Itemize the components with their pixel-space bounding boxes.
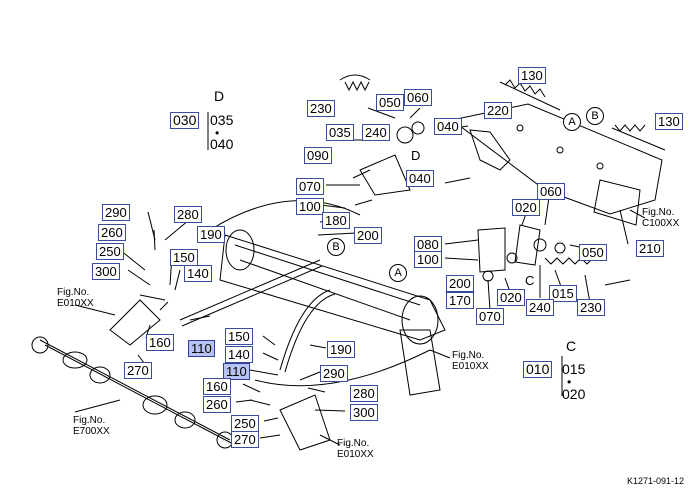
callout-160[interactable]: 160 bbox=[146, 334, 174, 351]
marker-a: A bbox=[563, 113, 581, 131]
callout-240[interactable]: 240 bbox=[526, 299, 554, 316]
group-c-letter: C bbox=[566, 338, 577, 354]
group-c-top: 015 bbox=[562, 361, 586, 377]
callout-230[interactable]: 230 bbox=[577, 299, 605, 316]
callout-100[interactable]: 100 bbox=[414, 251, 442, 268]
drag-link-110-lower bbox=[279, 289, 331, 371]
fig-ref-e010-mid[interactable]: Fig.No.E010XX bbox=[452, 350, 489, 372]
marker-b: B bbox=[586, 107, 604, 125]
callout-110-highlighted[interactable]: 110 bbox=[223, 363, 250, 380]
callout-220[interactable]: 220 bbox=[484, 102, 512, 119]
callout-060[interactable]: 060 bbox=[404, 89, 432, 106]
callout-140[interactable]: 140 bbox=[225, 346, 253, 363]
callout-140[interactable]: 140 bbox=[184, 265, 212, 282]
callout-230[interactable]: 230 bbox=[307, 100, 335, 117]
drawing-code: K1271-091-12 bbox=[626, 476, 684, 486]
callout-130[interactable]: 130 bbox=[655, 113, 683, 130]
callout-040[interactable]: 040 bbox=[434, 118, 462, 135]
callout-290[interactable]: 290 bbox=[102, 204, 130, 221]
callout-200[interactable]: 200 bbox=[354, 227, 382, 244]
callout-035[interactable]: 035 bbox=[326, 124, 354, 141]
group-c-dot: • bbox=[567, 375, 572, 389]
lever-090 bbox=[359, 154, 411, 196]
callout-190[interactable]: 190 bbox=[197, 226, 225, 243]
callout-250[interactable]: 250 bbox=[231, 415, 259, 432]
drag-link-110-upper bbox=[179, 259, 321, 321]
group-d-bottom: 040 bbox=[210, 136, 234, 152]
callout-050[interactable]: 050 bbox=[579, 244, 607, 261]
marker-c: C bbox=[525, 273, 535, 288]
callout-170[interactable]: 170 bbox=[446, 292, 474, 309]
callout-160[interactable]: 160 bbox=[203, 378, 231, 395]
callout-180[interactable]: 180 bbox=[322, 212, 350, 229]
fig-ref-e010-left[interactable]: Fig.No.E010XX bbox=[57, 287, 94, 309]
callout-040[interactable]: 040 bbox=[406, 170, 434, 187]
group-d-letter: D bbox=[214, 88, 225, 104]
group-d-dot: • bbox=[215, 126, 220, 140]
callout-110-highlighted[interactable]: 110 bbox=[188, 340, 215, 357]
callout-260[interactable]: 260 bbox=[203, 396, 231, 413]
callout-090[interactable]: 090 bbox=[304, 147, 332, 164]
callout-210[interactable]: 210 bbox=[636, 240, 664, 257]
callout-150[interactable]: 150 bbox=[170, 249, 198, 266]
callout-070[interactable]: 070 bbox=[476, 308, 504, 325]
marker-d: D bbox=[411, 148, 421, 163]
group-c-bottom: 020 bbox=[562, 386, 586, 402]
callout-190[interactable]: 190 bbox=[327, 341, 355, 358]
spring-230-lower bbox=[544, 257, 594, 265]
callout-015[interactable]: 015 bbox=[549, 285, 577, 302]
callout-200[interactable]: 200 bbox=[446, 275, 474, 292]
bracket-220 bbox=[469, 129, 511, 171]
fig-ref-c100[interactable]: Fig.No.C100XX bbox=[642, 207, 680, 229]
callout-070[interactable]: 070 bbox=[296, 178, 324, 195]
marker-b: B bbox=[327, 238, 345, 256]
callout-030[interactable]: 030 bbox=[170, 112, 200, 129]
fig-ref-e010-bottom[interactable]: Fig.No.E010XX bbox=[337, 438, 374, 460]
callout-020[interactable]: 020 bbox=[497, 289, 525, 306]
callout-240[interactable]: 240 bbox=[362, 124, 390, 141]
marker-a: A bbox=[389, 264, 407, 282]
axle-housing bbox=[219, 234, 446, 341]
callout-100[interactable]: 100 bbox=[296, 198, 324, 215]
callout-150[interactable]: 150 bbox=[225, 328, 253, 345]
group-d-top: 035 bbox=[210, 112, 234, 128]
callout-130[interactable]: 130 bbox=[518, 67, 546, 84]
callout-280[interactable]: 280 bbox=[174, 206, 202, 223]
fig-ref-e700[interactable]: Fig.No.E700XX bbox=[73, 415, 110, 437]
callout-260[interactable]: 260 bbox=[98, 224, 126, 241]
callout-050[interactable]: 050 bbox=[376, 94, 404, 111]
tie-rod bbox=[39, 339, 231, 441]
callout-290[interactable]: 290 bbox=[320, 365, 348, 382]
callout-280[interactable]: 280 bbox=[350, 385, 378, 402]
callout-010[interactable]: 010 bbox=[523, 361, 553, 378]
spring-230-upper bbox=[344, 80, 370, 92]
callout-300[interactable]: 300 bbox=[92, 263, 120, 280]
spring-130 bbox=[504, 79, 546, 98]
callout-270[interactable]: 270 bbox=[124, 362, 152, 379]
bracket-210 bbox=[593, 179, 641, 226]
callout-020[interactable]: 020 bbox=[512, 199, 540, 216]
callout-060[interactable]: 060 bbox=[537, 183, 565, 200]
callout-300[interactable]: 300 bbox=[350, 404, 378, 421]
callout-270[interactable]: 270 bbox=[231, 431, 259, 448]
callout-250[interactable]: 250 bbox=[96, 243, 124, 260]
